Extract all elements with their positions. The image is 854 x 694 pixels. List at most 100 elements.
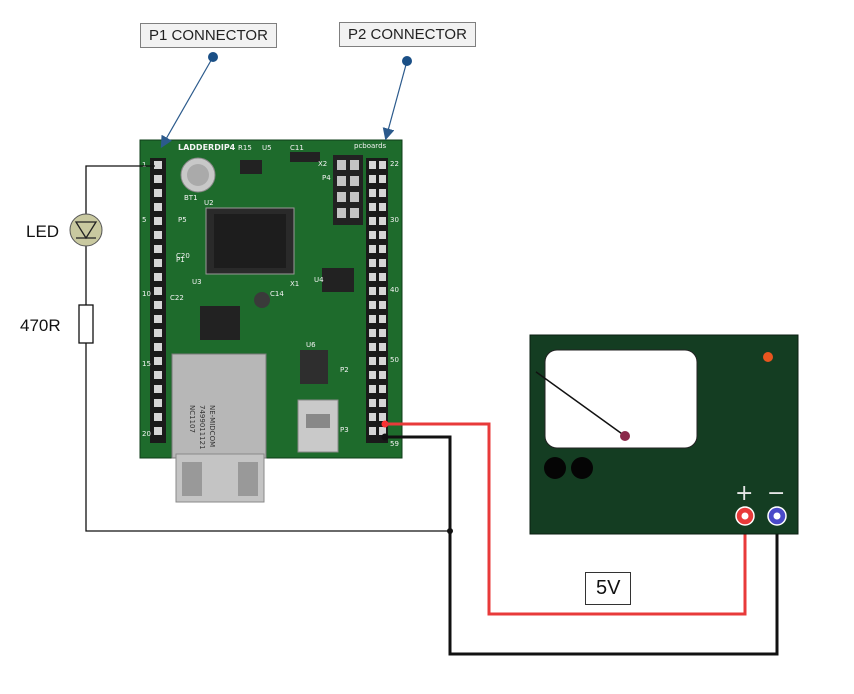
p2-pin <box>369 357 376 365</box>
p1-pin-number: 15 <box>142 360 151 368</box>
red-wire <box>385 422 747 616</box>
led-label: LED <box>26 222 60 241</box>
p2-pin <box>369 217 376 225</box>
chip-silk-label: U6 <box>306 341 316 349</box>
p1-pin <box>154 287 162 295</box>
chip-silk-label: U4 <box>314 276 324 284</box>
pcb-board: NE-MIDCOM 7499011121 NC1107 LADDERDIP4 p… <box>139 139 403 503</box>
minus-symbol: − <box>767 481 785 506</box>
p2-pin <box>369 315 376 323</box>
p2-connector-label: P2 CONNECTOR <box>339 22 476 47</box>
ground-junction <box>447 528 453 534</box>
p1-pin <box>154 329 162 337</box>
p2-pin <box>379 329 386 337</box>
needle-pivot <box>620 431 630 441</box>
chip-silk-label: C11 <box>290 144 304 152</box>
power-indicator-light <box>763 352 773 362</box>
p2-pin <box>379 371 386 379</box>
p4-pin <box>337 208 346 218</box>
led-circuit <box>69 165 450 532</box>
p1-pin <box>154 385 162 393</box>
p2-pin-number: 40 <box>390 286 399 294</box>
p2-pin <box>379 231 386 239</box>
p2-pin <box>369 399 376 407</box>
plus-symbol: + <box>735 481 753 506</box>
p2-pin <box>379 301 386 309</box>
chip-silk-label: U5 <box>262 144 272 152</box>
p1-pin <box>154 245 162 253</box>
chip-silk-label: X1 <box>290 280 299 288</box>
chip-silk-label: U2 <box>204 199 214 207</box>
p2-callout-dot <box>402 56 412 66</box>
chip-silk-label: R15 <box>238 144 252 152</box>
p2-pin <box>379 161 386 169</box>
callout-arrows <box>160 52 412 149</box>
chip-silk-label: X2 <box>318 160 327 168</box>
chip-silk-label: BT1 <box>184 194 198 202</box>
p1-pin <box>154 259 162 267</box>
p1-connector-label: P1 CONNECTOR <box>140 23 277 48</box>
p2-pin <box>369 301 376 309</box>
p1-pin <box>154 161 162 169</box>
p2-pin-number: 59 <box>390 440 399 448</box>
p1-pin <box>154 273 162 281</box>
power-wires <box>385 422 779 656</box>
svg-text:NC1107: NC1107 <box>188 405 196 433</box>
p2-pin <box>379 343 386 351</box>
p2-pin-number: 30 <box>390 216 399 224</box>
p2-pin <box>379 217 386 225</box>
p2-pin <box>369 189 376 197</box>
chip-silk-label: P4 <box>322 174 331 182</box>
p2-pin <box>369 413 376 421</box>
p1-pin-number: 1 <box>142 161 146 169</box>
p2-pin <box>369 371 376 379</box>
p2-pin <box>369 343 376 351</box>
p1-pin <box>154 175 162 183</box>
knob-right[interactable] <box>571 457 593 479</box>
chip-u4 <box>322 268 354 292</box>
voltage-label: 5V <box>585 572 632 605</box>
resistor-symbol <box>78 304 94 344</box>
p1-pin <box>154 427 162 435</box>
p2-pin <box>379 175 386 183</box>
p1-pin <box>154 189 162 197</box>
p2-pin <box>369 329 376 337</box>
p2-pin <box>379 385 386 393</box>
crystal-x1 <box>254 292 270 308</box>
p2-pin <box>379 399 386 407</box>
p1-pin <box>154 357 162 365</box>
board-corner-silk: pcboards <box>354 142 387 150</box>
p2-pin <box>379 315 386 323</box>
chip-silk-label: C22 <box>170 294 184 302</box>
knob-left[interactable] <box>544 457 566 479</box>
p2-header <box>366 158 388 443</box>
chip-silk-label: P2 <box>340 366 349 374</box>
p1-pin <box>154 231 162 239</box>
p2-pin <box>379 259 386 267</box>
p2-pin <box>379 413 386 421</box>
p1-pin <box>154 217 162 225</box>
p2-pin <box>369 231 376 239</box>
p4-pin <box>350 176 359 186</box>
meter-needle <box>535 371 626 437</box>
chip-silk-label: P1 <box>176 256 185 264</box>
p4-pin <box>337 192 346 202</box>
svg-text:NE-MIDCOM: NE-MIDCOM <box>208 405 216 447</box>
p4-pin <box>350 208 359 218</box>
chip-silk-label: U3 <box>192 278 202 286</box>
power-supply: + − <box>529 334 799 535</box>
p1-pin <box>154 413 162 421</box>
p4-pin <box>350 160 359 170</box>
p2-pin <box>379 189 386 197</box>
p2-pin <box>379 203 386 211</box>
p2-pin <box>379 287 386 295</box>
p1-pin-number: 10 <box>142 290 151 298</box>
chip-u3 <box>200 306 240 340</box>
p2-pin-number: 22 <box>390 160 399 168</box>
black-wire <box>385 435 779 656</box>
p1-header <box>150 158 166 443</box>
p2-pin <box>369 245 376 253</box>
p1-pin <box>154 399 162 407</box>
ethernet-jack: NE-MIDCOM 7499011121 NC1107 <box>171 353 267 503</box>
